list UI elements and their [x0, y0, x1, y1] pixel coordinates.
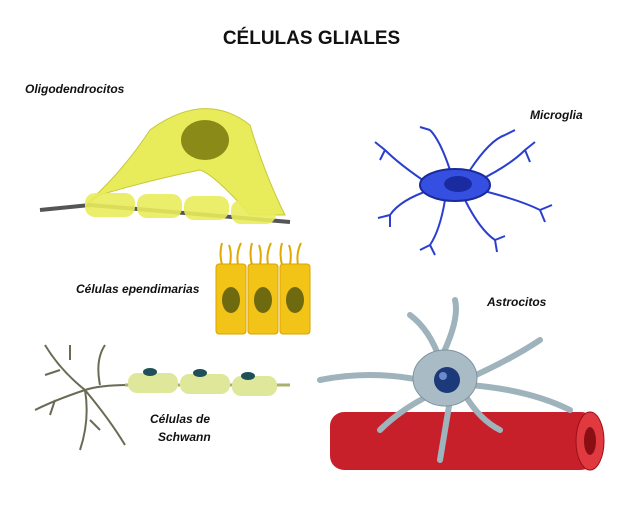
label-ependimarias: Células ependimarias [76, 282, 200, 296]
label-oligodendrocitos: Oligodendrocitos [25, 82, 125, 96]
schwann-cell-illustration [34, 344, 290, 451]
astrocyte-illustration [317, 297, 605, 471]
label-astrocitos: Astrocitos [487, 295, 547, 309]
ependymal-cells-illustration [215, 242, 311, 335]
microglia-illustration [374, 126, 553, 256]
oligodendrocyte-illustration [39, 108, 291, 224]
label-microglia: Microglia [530, 108, 583, 122]
label-schwann-line1: Células de [150, 412, 211, 426]
label-schwann-line2: Schwann [158, 430, 211, 444]
diagram-title: CÉLULAS GLIALES [222, 28, 401, 49]
